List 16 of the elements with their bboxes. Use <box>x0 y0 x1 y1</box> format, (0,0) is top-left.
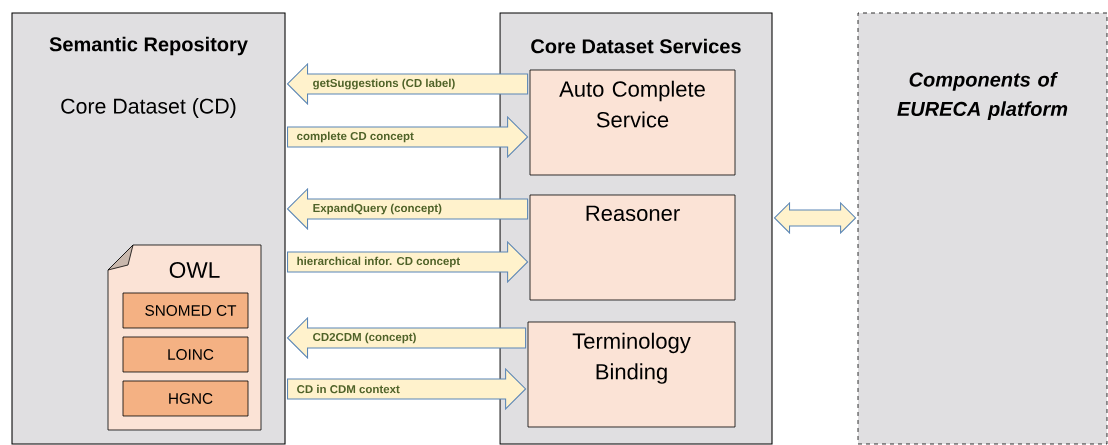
service-box: Reasoner <box>529 194 736 301</box>
edge-label: ExpandQuery (concept) <box>313 203 442 215</box>
edge-label: getSuggestions (CD label) <box>313 78 455 90</box>
terminology-box: LOINC <box>122 336 249 373</box>
service-box: Auto Complete Service <box>529 69 736 176</box>
panel-title: Semantic Repository <box>49 36 248 56</box>
platform-panel: Components of EURECA platform <box>857 12 1108 445</box>
edge-label: CD in CDM context <box>297 384 400 394</box>
edge-label: CD2CDM (concept) <box>313 332 416 344</box>
service-box: Terminology Binding <box>527 321 736 428</box>
edge-label: complete CD concept <box>297 131 414 143</box>
terminology-box: SNOMED CT <box>122 292 249 329</box>
terminology-box: HGNC <box>122 380 249 417</box>
panel-text: Core Dataset (CD) <box>61 98 236 118</box>
edge-label: hierarchical infor. CD concept <box>297 256 460 268</box>
panel-title: Core Dataset Services <box>531 38 741 54</box>
